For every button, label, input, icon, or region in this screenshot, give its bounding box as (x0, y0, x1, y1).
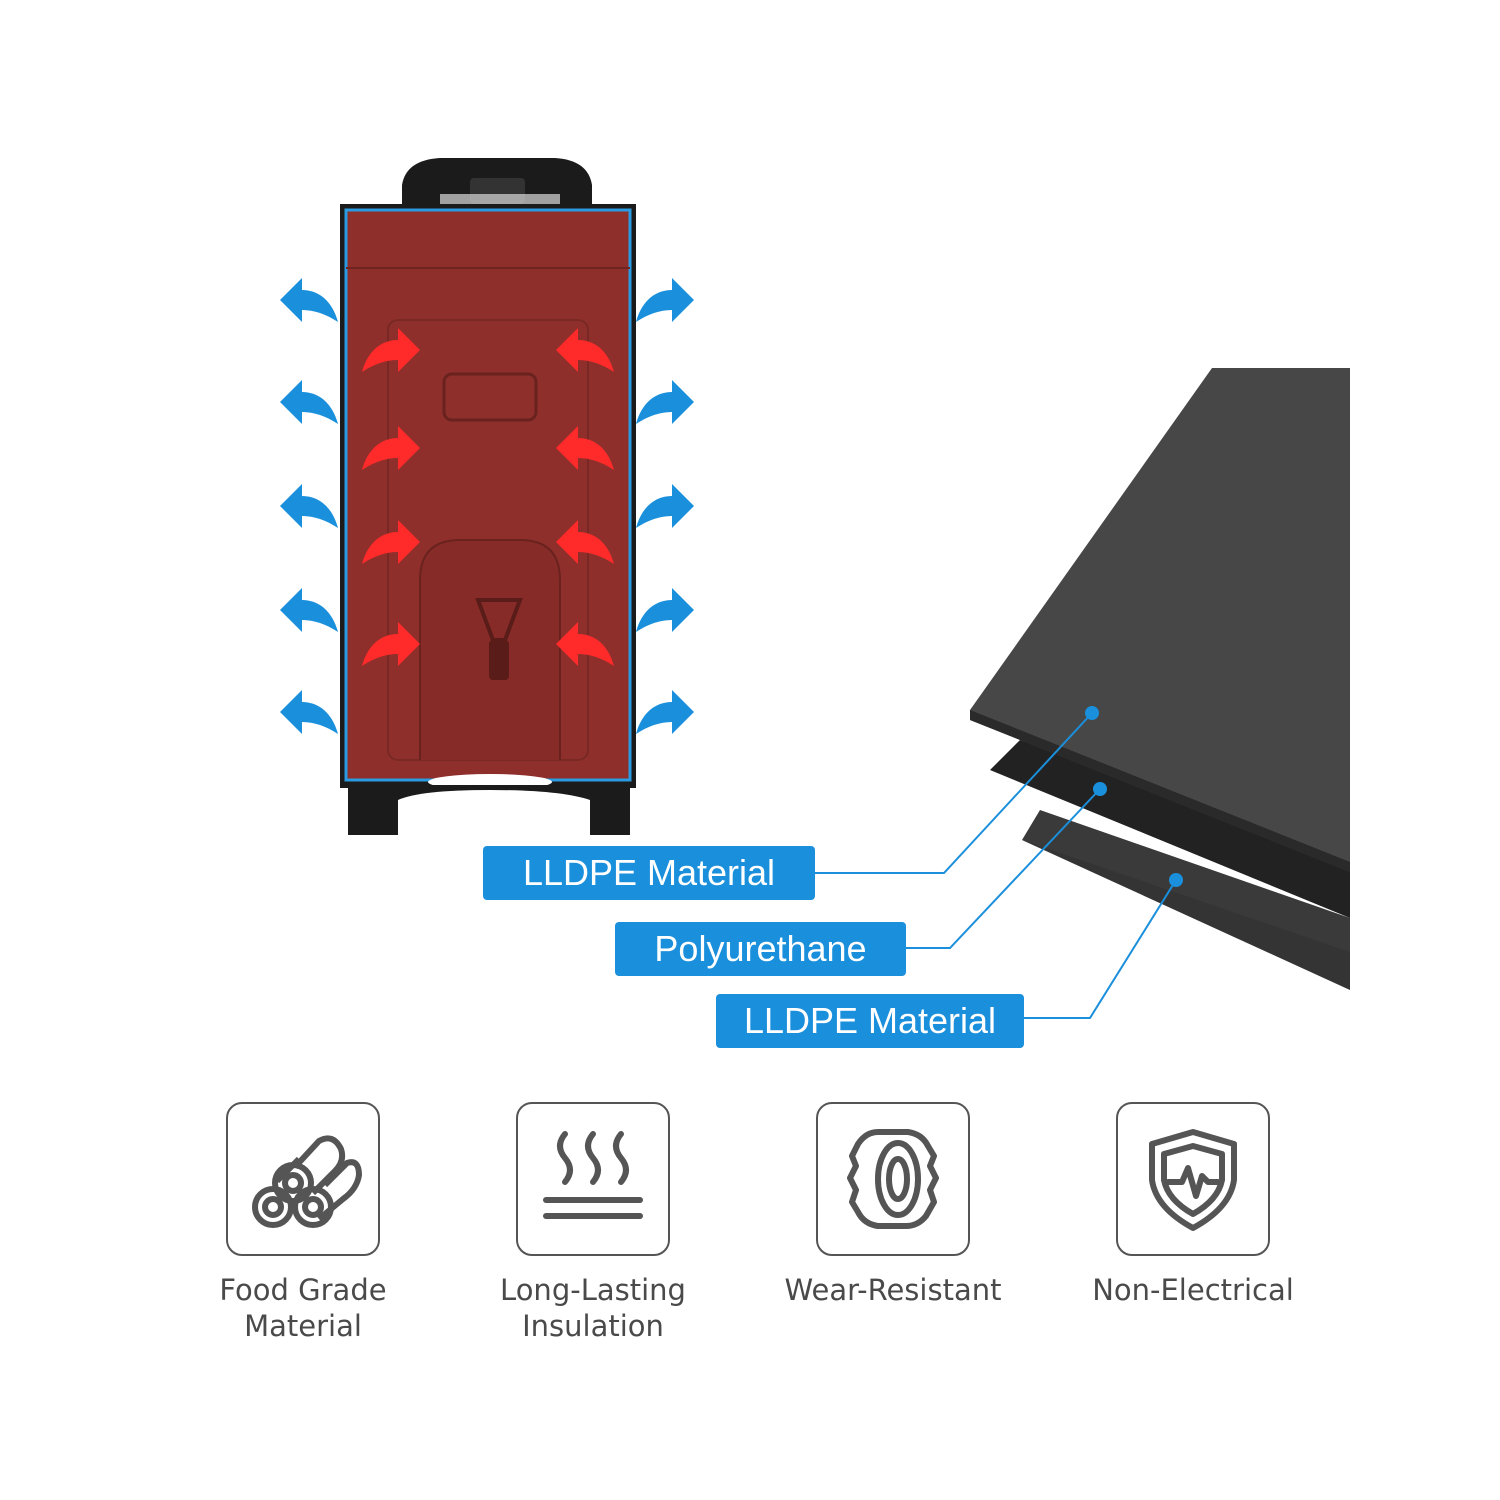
beverage-dispenser (340, 158, 636, 835)
leader-lines (815, 712, 1177, 1019)
feature-insulation: Long-Lasting Insulation (443, 1102, 743, 1344)
feature-icon-box (516, 1102, 670, 1256)
layer-label-middle: Polyurethane (615, 922, 906, 976)
feature-icon-box (226, 1102, 380, 1256)
insulation-layers (970, 368, 1350, 990)
feature-caption: Wear-Resistant (784, 1273, 1002, 1307)
layer-marker-1 (1085, 706, 1099, 720)
layer-marker-3 (1169, 873, 1183, 887)
feature-wear-resistant: Wear-Resistant (743, 1102, 1043, 1308)
feature-non-electrical: Non-Electrical (1043, 1102, 1343, 1308)
layer-label-inner: LLDPE Material (716, 994, 1024, 1048)
feature-caption: Long-Lasting Insulation (500, 1273, 686, 1343)
layer-marker-2 (1093, 782, 1107, 796)
heat-waves-icon (543, 1131, 643, 1219)
layer-label-outer: LLDPE Material (483, 846, 815, 900)
feature-icon-box (1116, 1102, 1270, 1256)
feature-caption: Food Grade Material (219, 1273, 387, 1343)
feature-caption: Non-Electrical (1092, 1273, 1294, 1307)
rolls-icon (252, 1135, 362, 1228)
feature-icon-box (816, 1102, 970, 1256)
tire-icon (847, 1129, 939, 1229)
feature-food-grade: Food Grade Material (153, 1102, 453, 1344)
shield-pulse-icon (1149, 1129, 1237, 1231)
